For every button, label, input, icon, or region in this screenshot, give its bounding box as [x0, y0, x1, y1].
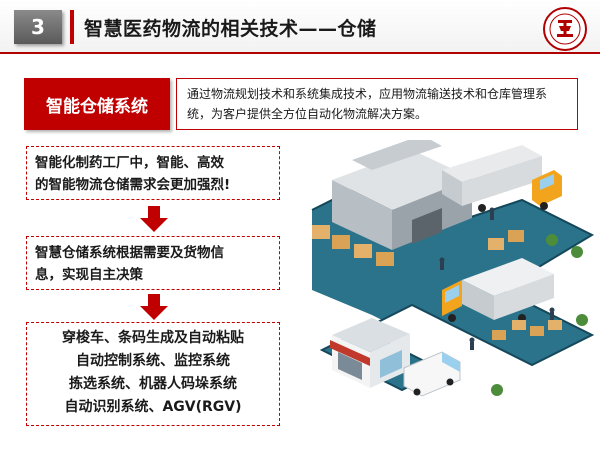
warehouse-icon — [332, 140, 472, 250]
worker-icon — [439, 207, 555, 350]
university-seal-icon — [543, 7, 587, 51]
step-line: 智慧仓储系统根据需要及货物信 — [35, 245, 224, 261]
title-divider — [0, 52, 600, 54]
system-description-text: 通过物流规划技术和系统集成技术，应用物流输送技术和仓库管理系统，为客户提供全方位… — [187, 87, 548, 121]
down-arrow-icon — [140, 206, 168, 232]
step-line: 的智能物流仓储需求会更加强烈! — [35, 177, 231, 193]
section-number: 3 — [14, 10, 62, 44]
pallet-icon — [312, 225, 524, 266]
van-icon — [403, 351, 461, 397]
truck-icon — [442, 258, 554, 322]
page-title: 智慧医药物流的相关技术——仓储 — [84, 17, 377, 40]
step-line: 拣选系统、机器人码垛系统 — [69, 376, 237, 392]
step-line: 息，实现自主决策 — [35, 267, 143, 283]
system-description: 通过物流规划技术和系统集成技术，应用物流输送技术和仓库管理系统，为客户提供全方位… — [176, 78, 578, 130]
truck-icon — [442, 145, 562, 212]
tree-icon — [491, 234, 588, 396]
logistics-warehouse-illustration — [311, 140, 595, 397]
step-line: 自动识别系统、AGV(RGV) — [64, 399, 242, 415]
step-line: 自动控制系统、监控系统 — [76, 353, 230, 369]
step-line: 智能化制药工厂中，智能、高效 — [35, 155, 224, 171]
page-title-wrap: 智慧医药物流的相关技术——仓储 — [70, 10, 510, 44]
step-box-decision: 智慧仓储系统根据需要及货物信 息，实现自主决策 — [26, 236, 280, 290]
down-arrow-icon — [140, 294, 168, 320]
step-box-technologies: 穿梭车、条码生成及自动粘贴 自动控制系统、监控系统 拣选系统、机器人码垛系统 自… — [26, 322, 280, 426]
step-line: 穿梭车、条码生成及自动粘贴 — [62, 330, 244, 346]
box-icon — [492, 320, 562, 340]
step-box-demand: 智能化制药工厂中，智能、高效 的智能物流仓储需求会更加强烈! — [26, 146, 280, 200]
header-band — [0, 0, 600, 52]
store-icon — [330, 318, 410, 388]
system-label: 智能仓储系统 — [24, 78, 170, 130]
